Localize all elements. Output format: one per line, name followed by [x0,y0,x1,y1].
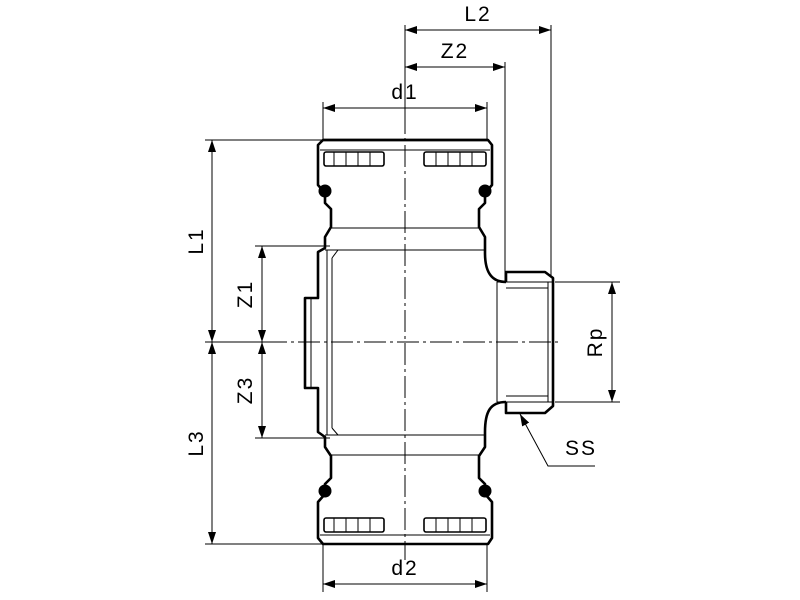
grip-rings [323,151,487,533]
label-Rp: Rp [584,327,607,358]
label-d1: d1 [391,81,418,104]
threaded-branch [496,270,555,415]
extension-lines [205,25,620,592]
dimension-labels: L2 Z2 d1 d2 SS L1 L3 Z1 Z3 Rp [185,3,607,580]
dimension-lines [208,26,616,588]
label-L1: L1 [185,227,208,254]
label-L2: L2 [464,3,491,26]
label-L3: L3 [185,429,208,456]
o-rings [318,184,492,498]
label-SS: SS [565,437,597,460]
label-Z3: Z3 [234,376,257,405]
tee-body-outline [303,138,507,546]
label-Z2: Z2 [441,40,470,63]
label-Z1: Z1 [234,280,257,309]
center-lines [265,112,560,560]
label-d2: d2 [391,557,418,580]
